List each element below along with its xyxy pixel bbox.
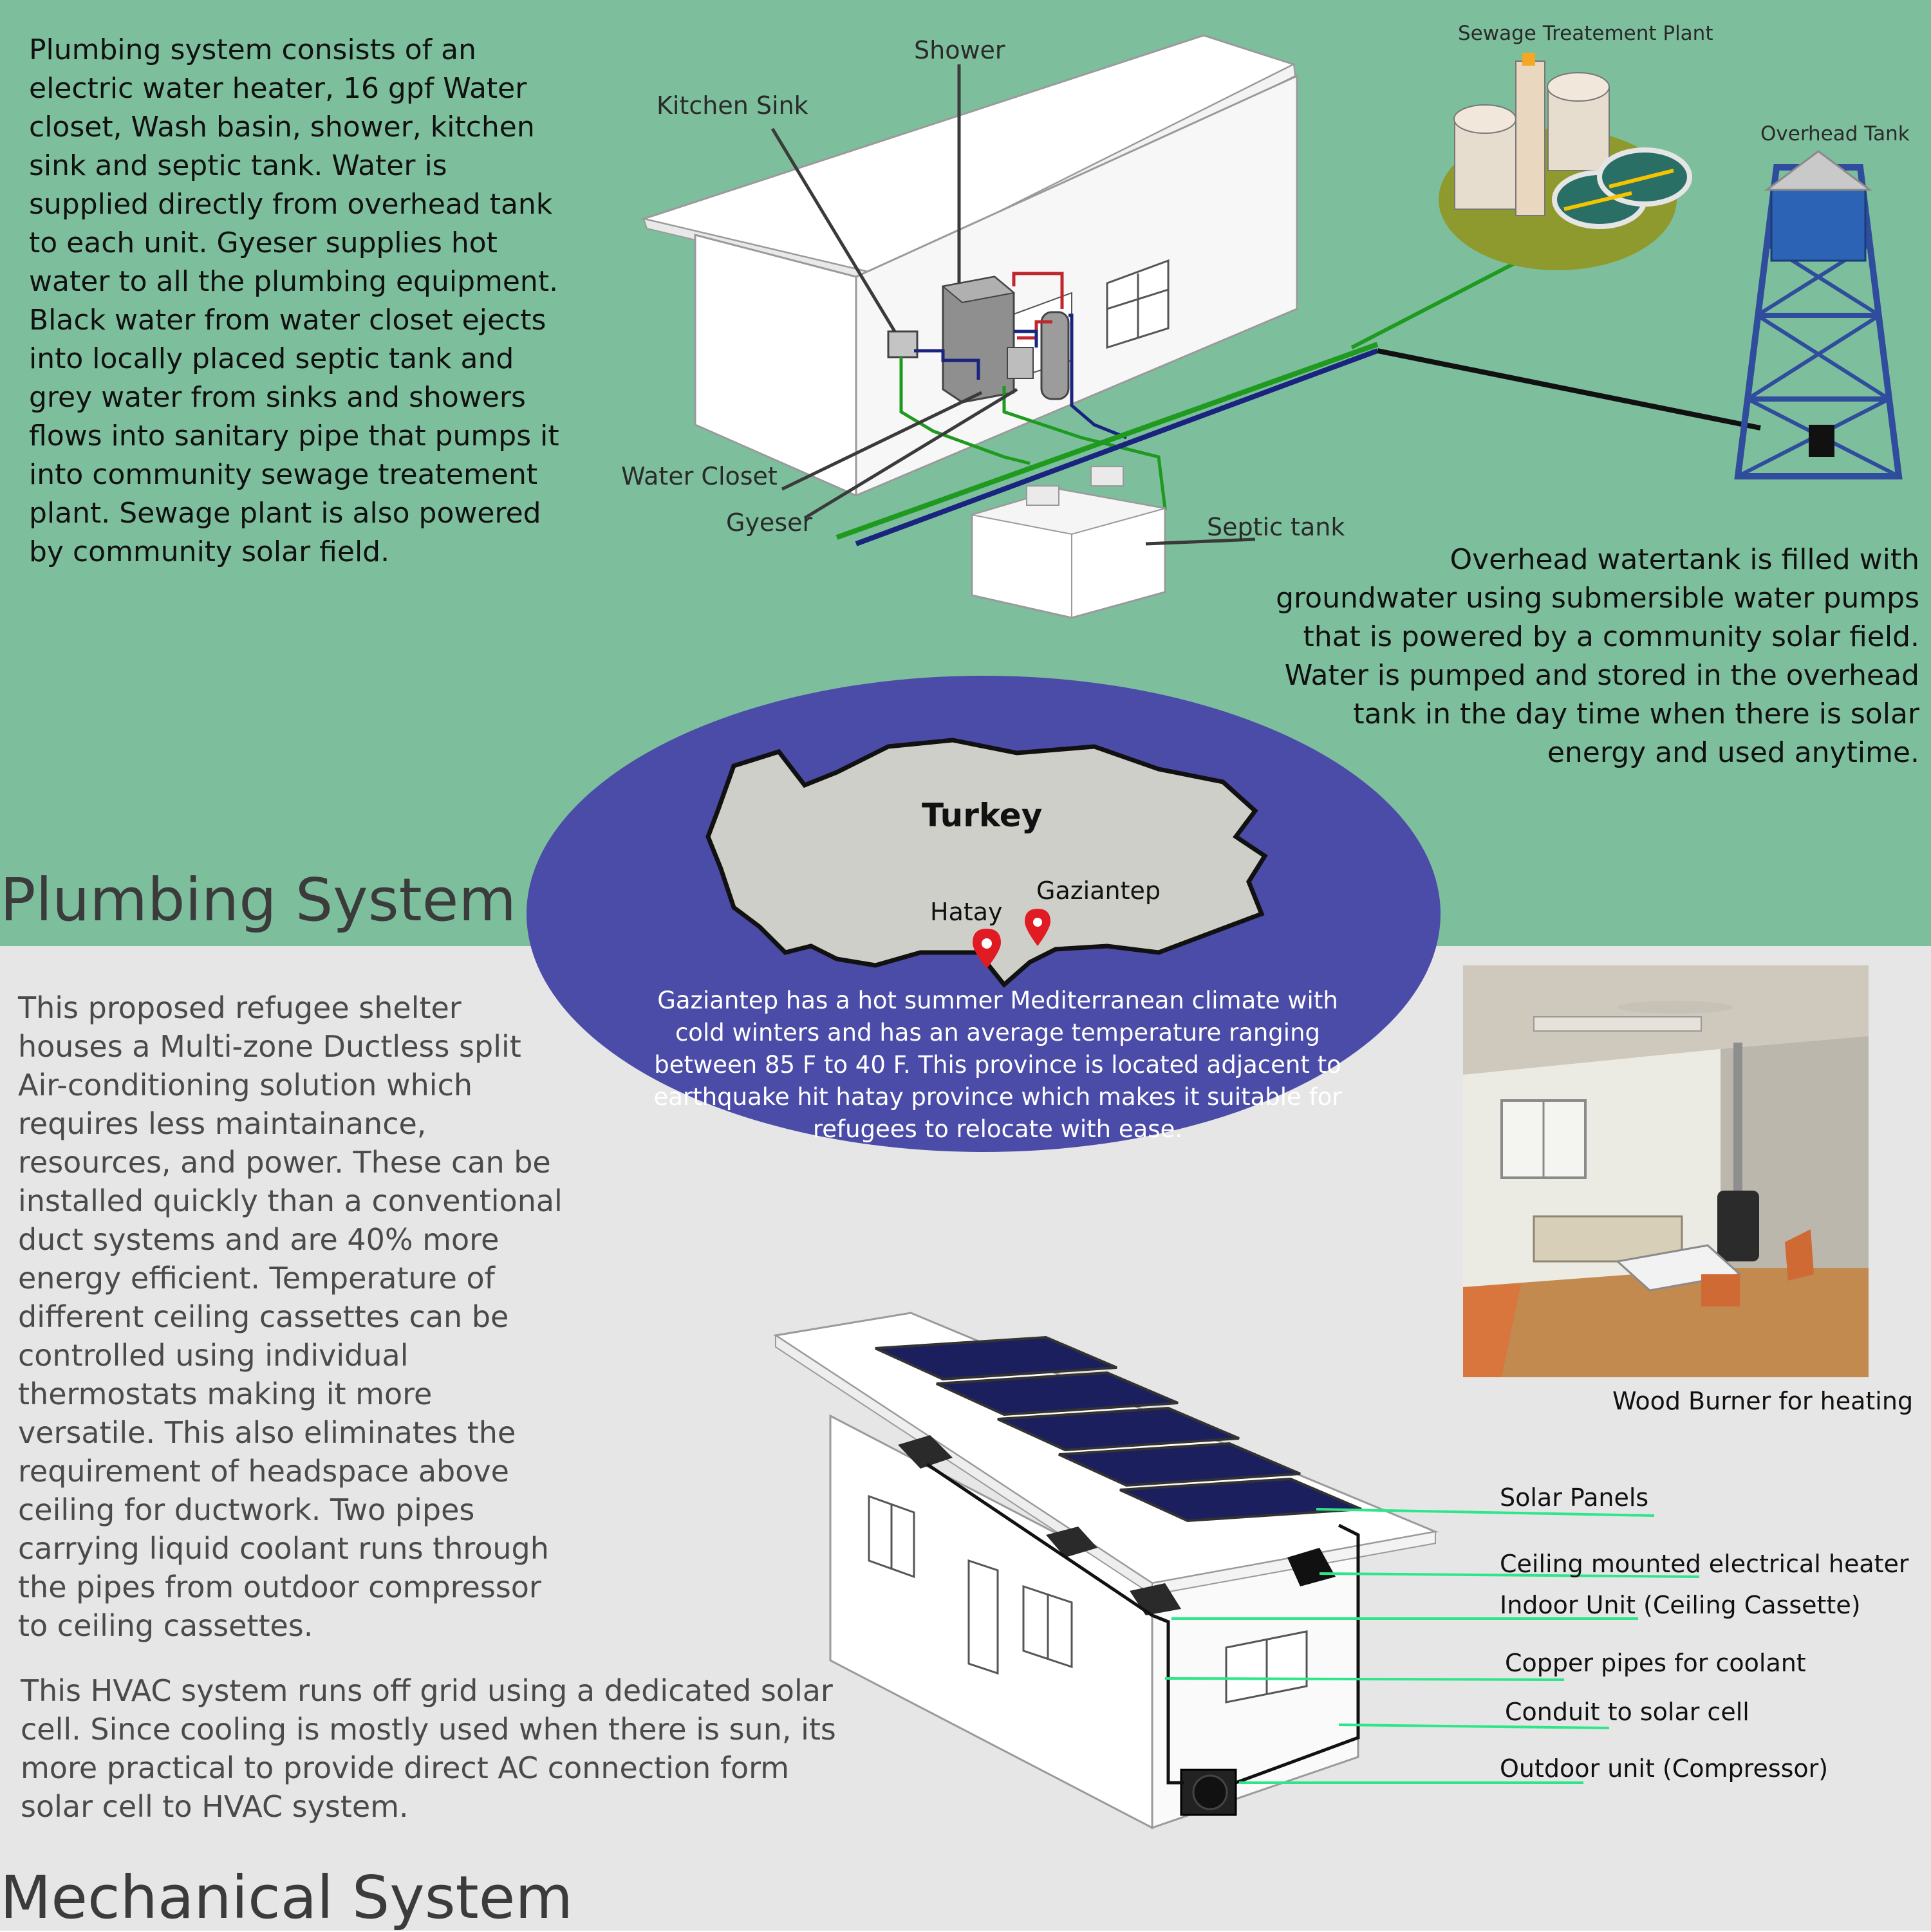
map-city-hatay: Hatay xyxy=(930,898,1003,926)
septic-tank-drawing xyxy=(971,466,1166,619)
sewer-line-green xyxy=(835,342,1379,540)
plumbing-description: Plumbing system consists of an electric … xyxy=(29,33,559,568)
hvac-leader-lines xyxy=(1164,1508,1700,1784)
plumbing-title: Plumbing System xyxy=(0,866,516,934)
water-line-blue xyxy=(855,348,1379,546)
label-septic-tank: Septic tank xyxy=(1207,513,1345,541)
tank-supply-line xyxy=(1377,348,1761,431)
mechanical-title: Mechanical System xyxy=(0,1863,573,1932)
label-conduit: Conduit to solar cell xyxy=(1505,1698,1749,1726)
label-gyeser: Gyeser xyxy=(726,508,813,537)
sewer-to-plant-line xyxy=(1350,249,1540,349)
label-sewage-plant: Sewage Treatement Plant xyxy=(1458,22,1713,45)
label-kitchen-sink: Kitchen Sink xyxy=(657,91,808,120)
hvac-units-drawing xyxy=(898,1435,1360,1816)
plumbing-fixtures xyxy=(887,275,1070,404)
sewage-treatment-plant-drawing xyxy=(1439,53,1692,270)
climate-description: Gaziantep has a hot summer Mediterranean… xyxy=(653,987,1342,1143)
label-overhead-tank: Overhead Tank xyxy=(1760,122,1910,145)
overhead-tank-drawing xyxy=(1734,150,1903,479)
overhead-tank-note: Overhead watertank is filled with ground… xyxy=(1276,543,1919,769)
label-shower: Shower xyxy=(914,36,1005,64)
label-outdoor-unit: Outdoor unit (Compressor) xyxy=(1500,1754,1829,1783)
solar-panels-drawing xyxy=(875,1335,1362,1523)
label-indoor-unit: Indoor Unit (Ceiling Cassette) xyxy=(1500,1591,1861,1619)
label-ceiling-heater: Ceiling mounted electrical heater xyxy=(1500,1550,1909,1578)
label-solar-panels: Solar Panels xyxy=(1500,1483,1649,1512)
photo-caption: Wood Burner for heating xyxy=(1612,1387,1914,1415)
wood-burner-photo xyxy=(1463,965,1869,1377)
mechanical-description-2: This HVAC system runs off grid using a d… xyxy=(21,1673,836,1824)
plumbing-leader-lines xyxy=(770,64,1256,546)
label-copper-pipes: Copper pipes for coolant xyxy=(1505,1649,1806,1677)
map-country-label: Turkey xyxy=(922,797,1043,834)
label-water-closet: Water Closet xyxy=(621,462,778,490)
mechanical-description-1: This proposed refugee shelter houses a M… xyxy=(18,990,563,1643)
map-city-gaziantep: Gaziantep xyxy=(1036,877,1161,905)
